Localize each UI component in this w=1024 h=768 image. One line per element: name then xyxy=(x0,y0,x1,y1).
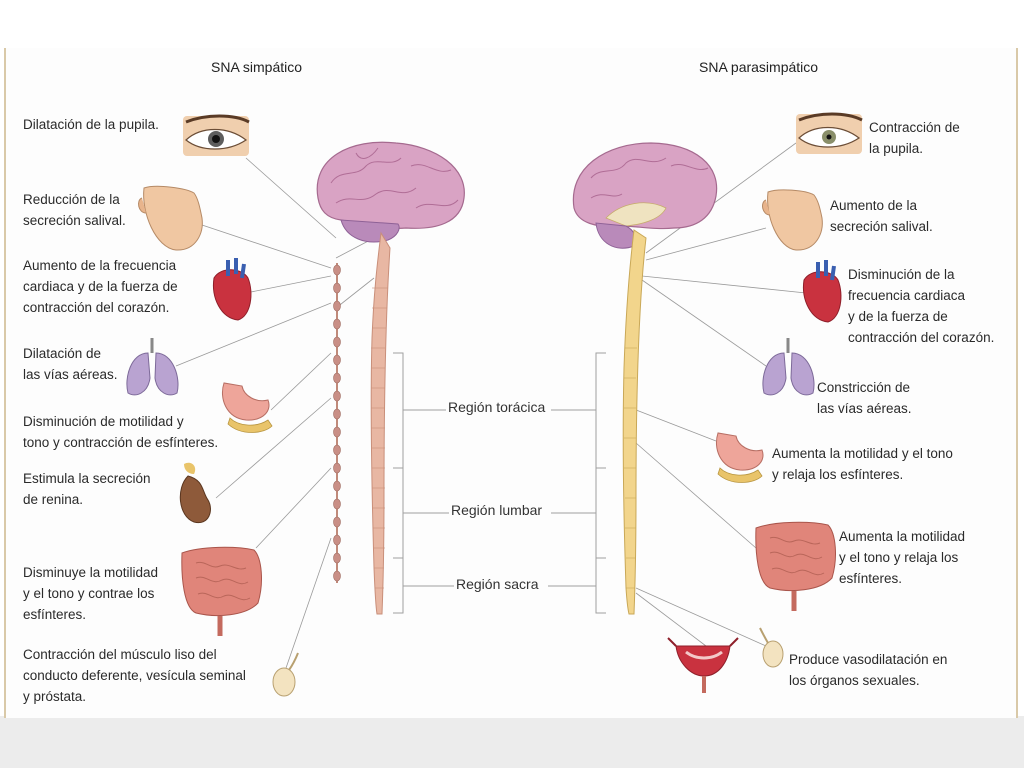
sympathetic-connector-lines xyxy=(175,157,375,669)
face-icon-left xyxy=(138,185,203,251)
heart-icon-right xyxy=(802,260,842,323)
symp-renin-label: Estimula la secreción de renina. xyxy=(23,471,151,507)
para-intestine-label: Aumenta la motilidad y el tono y relaja … xyxy=(839,529,966,586)
symp-reproductive-label: Contracción del músculo liso del conduct… xyxy=(23,647,246,704)
heart-icon xyxy=(212,258,252,321)
testis-icon xyxy=(759,627,784,668)
eye-icon-right xyxy=(796,112,863,154)
sympathetic-spinal-segments xyxy=(371,287,388,589)
parasympathetic-spinal-cord xyxy=(622,229,647,615)
region-thoracic-label: Región torácica xyxy=(446,399,548,415)
para-heart-label: Disminución de la frecuencia cardiaca y … xyxy=(848,267,995,345)
kidney-icon xyxy=(179,462,211,524)
region-brackets xyxy=(393,352,606,614)
parasympathetic-brain xyxy=(572,142,718,249)
bladder-icon xyxy=(667,637,739,693)
sympathetic-spinal-cord xyxy=(370,231,391,615)
parasympathetic-title: SNA parasimpático xyxy=(699,59,819,75)
symp-pupil-dilation-label: Dilatación de la pupila. xyxy=(23,117,159,132)
parasympathetic-spinal-segments xyxy=(624,347,637,589)
autonomic-nervous-system-diagram xyxy=(126,112,863,697)
lungs-icon xyxy=(126,338,179,396)
para-digestion-label: Aumenta la motilidad y el tono y relaja … xyxy=(772,446,953,482)
eye-icon-left xyxy=(183,114,250,156)
symp-airways-label: Dilatación de las vías aéreas. xyxy=(23,346,118,382)
region-lumbar-label: Región lumbar xyxy=(449,502,545,518)
sympathetic-title: SNA simpático xyxy=(211,59,303,75)
para-airways-label: Constricción de las vías aéreas. xyxy=(817,380,912,416)
symp-salivation-label: Reducción de la secreción salival. xyxy=(23,192,126,228)
sympathetic-ganglia xyxy=(333,264,341,582)
stomach-icon-right xyxy=(716,432,764,483)
lungs-icon-right xyxy=(762,338,815,396)
slide-footer-background xyxy=(0,716,1024,768)
diagram-panel: SNA simpático SNA parasimpático Región t… xyxy=(4,48,1018,718)
region-sacral-label: Región sacra xyxy=(454,576,541,592)
symp-heart-label: Aumento de la frecuencia cardiaca y de l… xyxy=(23,258,178,315)
para-salivation-label: Aumento de la secreción salival. xyxy=(830,198,933,234)
intestine-icon-left xyxy=(181,546,262,636)
face-icon-right xyxy=(762,189,823,251)
intestine-icon-right xyxy=(755,521,836,611)
sympathetic-brain xyxy=(316,141,465,243)
stomach-icon-left xyxy=(222,382,273,433)
prostate-icon xyxy=(272,652,299,697)
parasympathetic-connector-lines xyxy=(630,142,807,647)
para-reproductive-label: Produce vasodilatación en los órganos se… xyxy=(789,652,948,688)
symp-digestion-label: Disminución de motilidad y tono y contra… xyxy=(23,414,219,450)
symp-intestine-label: Disminuye la motilidad y el tono y contr… xyxy=(23,565,159,622)
para-pupil-constriction-label: Contracción de la pupila. xyxy=(869,120,960,156)
